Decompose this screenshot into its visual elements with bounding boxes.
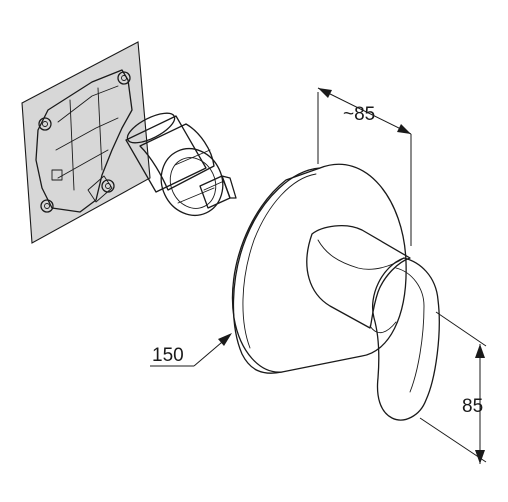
rough-in-valve-body <box>21 41 237 244</box>
lever-handle <box>372 257 440 421</box>
depth-dimension: ~85 <box>317 87 412 246</box>
diameter-dimension-label: 150 <box>152 345 184 366</box>
lever-boss <box>306 224 411 329</box>
body-frame <box>35 69 133 213</box>
height-dimension: 85 <box>419 311 487 464</box>
depth-dimension-label: ~85 <box>343 104 375 125</box>
height-dimension-label: 85 <box>462 396 483 417</box>
mounting-plate <box>21 41 151 244</box>
trim-assembly <box>231 163 440 421</box>
spindle <box>199 175 237 209</box>
cartridge-housing <box>125 112 224 216</box>
cover-plate <box>231 163 407 373</box>
diameter-dimension: 150 <box>150 333 232 367</box>
